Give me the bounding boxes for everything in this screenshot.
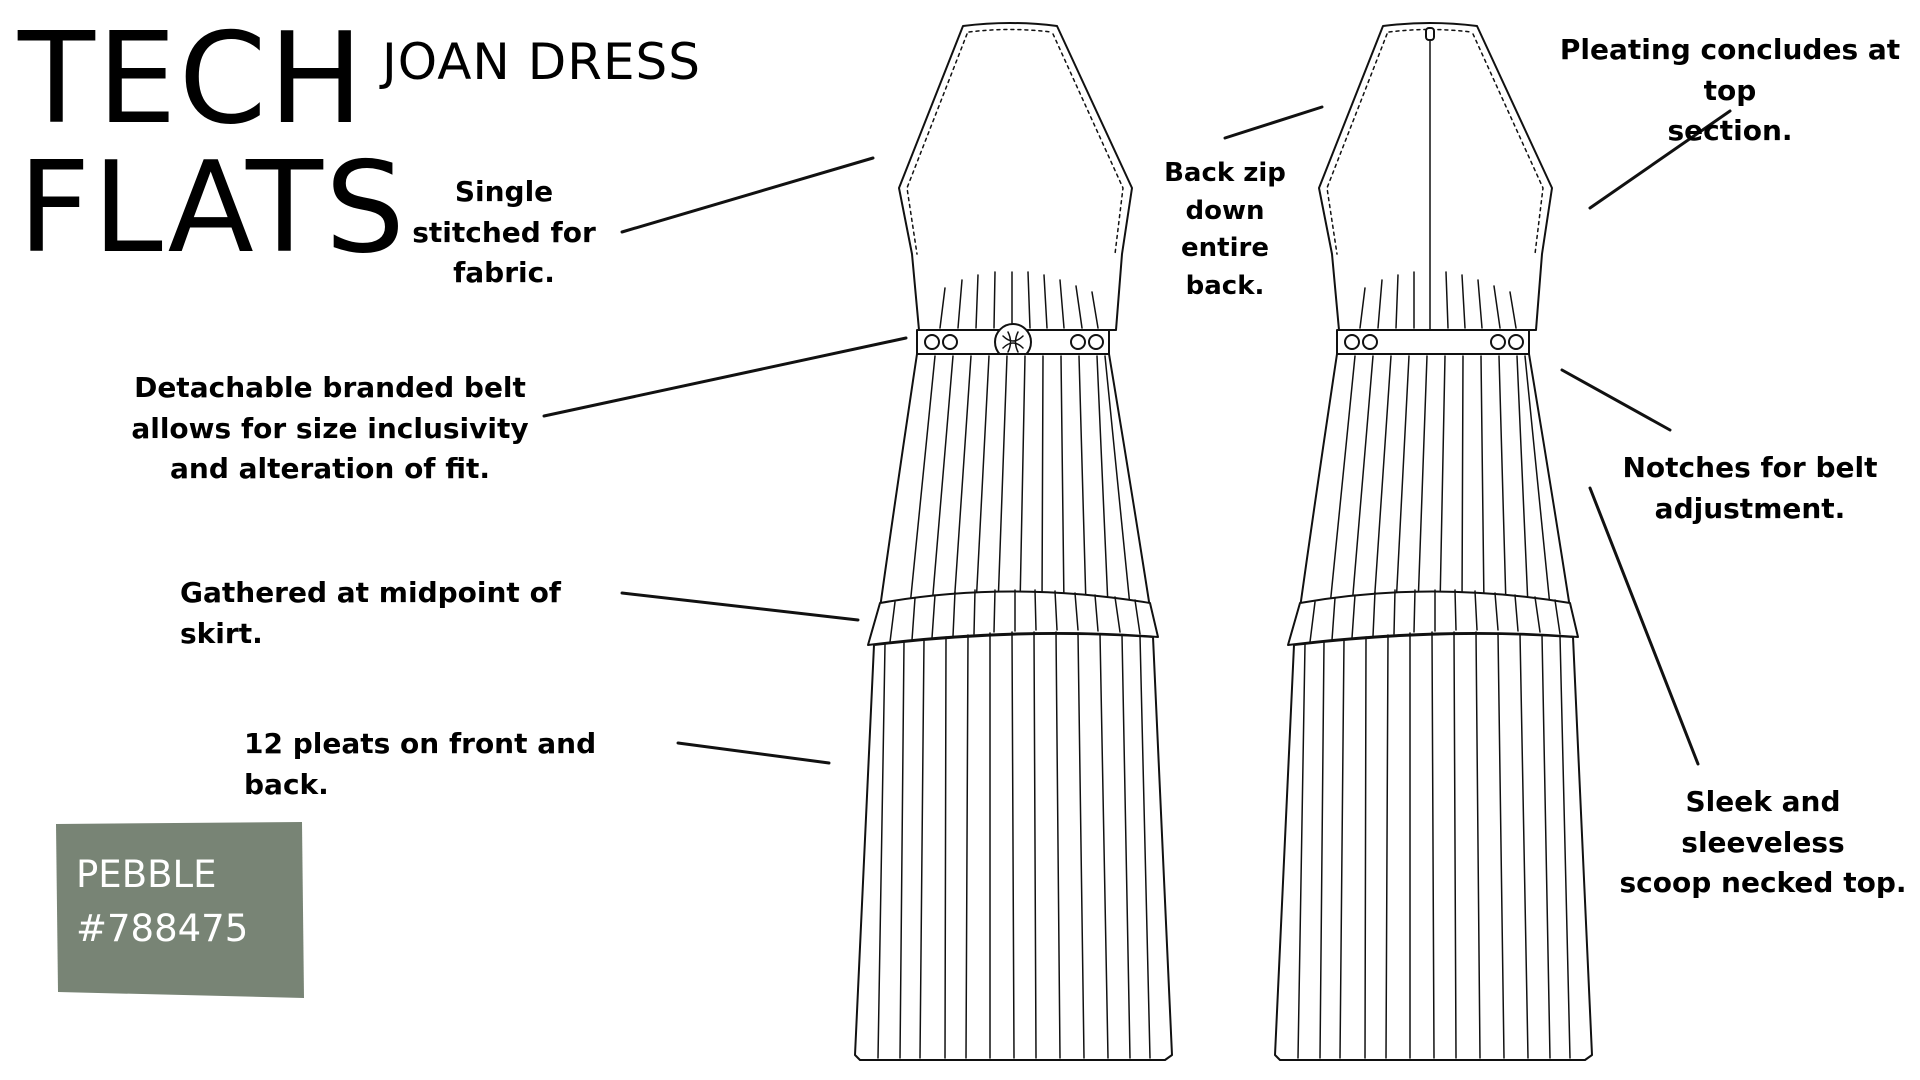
back-bodice-gathers: [1359, 271, 1517, 329]
front-upper-pleats: [909, 355, 1131, 607]
note-back-zip: Back zip down entire back.: [1140, 155, 1310, 306]
front-lower-pleats: [877, 631, 1151, 1059]
back-upper-pleats: [1329, 355, 1551, 607]
leader-single-stitched: [620, 156, 875, 234]
front-bodice: [898, 22, 1133, 331]
note-line: down entire: [1181, 195, 1269, 264]
note-pleats: 12 pleats on front and back.: [244, 724, 664, 805]
note-line: back.: [1185, 271, 1265, 302]
front-belt-notch: [1088, 334, 1104, 350]
note-line: 12 pleats on front and back.: [244, 727, 597, 801]
swatch-hex: #788475: [76, 906, 249, 950]
note-line: adjustment.: [1654, 491, 1846, 525]
back-bodice: [1318, 22, 1553, 331]
note-gathered: Gathered at midpoint of skirt.: [180, 573, 630, 654]
note-line: and alteration of fit.: [169, 452, 491, 486]
note-sleeveless: Sleek and sleeveless scoop necked top.: [1608, 782, 1918, 904]
front-band-gathers: [889, 589, 1141, 643]
front-upper-skirt: [879, 353, 1151, 609]
note-detachable-belt: Detachable branded belt allows for size …: [120, 368, 540, 490]
note-line: scoop necked top.: [1619, 866, 1907, 900]
swatch-fill: [56, 822, 304, 998]
swatch-color-name: PEBBLE: [76, 853, 217, 896]
note-line: Gathered at midpoint of skirt.: [180, 576, 561, 650]
note-line: fabric.: [453, 256, 555, 290]
page-title: TECH FLATS: [18, 5, 407, 281]
swatch-label: PEBBLE #788475: [76, 848, 248, 955]
note-line: Detachable branded belt: [134, 371, 526, 404]
note-line: Back zip: [1164, 158, 1286, 188]
title-line-1: TECH: [18, 5, 366, 152]
front-view: [854, 22, 1173, 1061]
note-line: Pleating concludes at top: [1559, 33, 1901, 107]
leader-sleeveless: [1588, 486, 1700, 766]
note-line: allows for size inclusivity: [131, 411, 529, 445]
back-belt-notch: [1490, 334, 1506, 350]
front-bodice-gathers: [939, 271, 1099, 329]
note-line: Single: [454, 175, 554, 208]
back-belt-notch: [1362, 334, 1378, 350]
front-belt-notch: [942, 334, 958, 350]
front-belt-notch: [924, 334, 940, 350]
leader-pleats: [676, 741, 831, 765]
back-lower-pleats: [1297, 631, 1571, 1059]
leader-gathered: [620, 591, 860, 622]
note-single-stitched: Single stitched for fabric.: [384, 172, 624, 294]
leader-notches: [1560, 368, 1672, 432]
leader-back-zip: [1223, 105, 1324, 140]
leader-detachable-belt: [542, 336, 908, 418]
note-line: section.: [1667, 114, 1793, 148]
title-line-2: FLATS: [18, 133, 407, 281]
color-swatch: PEBBLE #788475: [56, 822, 304, 1000]
back-belt-notch: [1508, 334, 1524, 350]
back-upper-skirt: [1299, 353, 1571, 609]
note-line: stitched for: [412, 215, 596, 249]
note-notches: Notches for belt adjustment.: [1610, 448, 1890, 529]
front-topstitch: [906, 28, 1124, 255]
note-line: Notches for belt: [1622, 451, 1878, 484]
back-belt-notch: [1344, 334, 1360, 350]
front-belt-logo-icon: [1002, 331, 1024, 353]
leader-pleating-concludes: [1588, 109, 1732, 210]
note-line: Sleek and sleeveless: [1681, 785, 1845, 859]
back-zip-pull-icon: [1425, 27, 1435, 41]
back-topstitch: [1326, 28, 1544, 255]
note-pleating-concludes: Pleating concludes at top section.: [1540, 30, 1920, 152]
back-band-gathers: [1309, 589, 1561, 643]
product-name: JOAN DRESS: [382, 33, 702, 91]
back-view: [1274, 22, 1593, 1061]
front-belt-notch: [1070, 334, 1086, 350]
